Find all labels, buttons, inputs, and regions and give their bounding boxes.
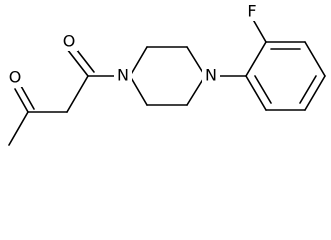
atom-label-o-amide: O: [63, 32, 76, 51]
atom-bg-n-amide: [114, 67, 132, 85]
bond-ch3-c3: [8, 111, 29, 146]
bond-c6-n1: [129, 75, 148, 106]
atom-label-o-ketone: O: [9, 68, 22, 87]
bond-ar6-ar1: [245, 75, 267, 111]
bond-group: [8, 15, 326, 146]
atom-bg-n-aryl: [202, 67, 220, 85]
atom-bg-f: [243, 3, 261, 21]
atom-bg-o-amide: [60, 33, 78, 51]
bond-ar1-ar2: [245, 41, 267, 77]
bond-ar-inner-3: [254, 75, 272, 104]
atom-label-fluorine: F: [247, 2, 256, 21]
bond-ch2-c1: [66, 75, 89, 113]
atom-label-n-aryl: N: [205, 66, 217, 85]
bond-n1-c2: [129, 46, 148, 77]
bond-ar4-ar5: [304, 75, 326, 111]
bond-c3-o1-a: [14, 88, 29, 113]
bond-c3-o1-b: [20, 85, 35, 110]
bond-c1-o2-a: [66, 48, 89, 77]
bond-ar3-ar4: [304, 41, 326, 77]
atom-bg-o-ketone: [6, 69, 24, 87]
atom-labels: O O N N F: [6, 2, 261, 87]
atom-label-n-amide: N: [117, 66, 129, 85]
molecule-diagram: O O N N F: [6, 1, 326, 146]
chemical-structure-canvas: O O N N F: [6, 1, 326, 146]
bond-ar-inner-2: [299, 75, 317, 104]
